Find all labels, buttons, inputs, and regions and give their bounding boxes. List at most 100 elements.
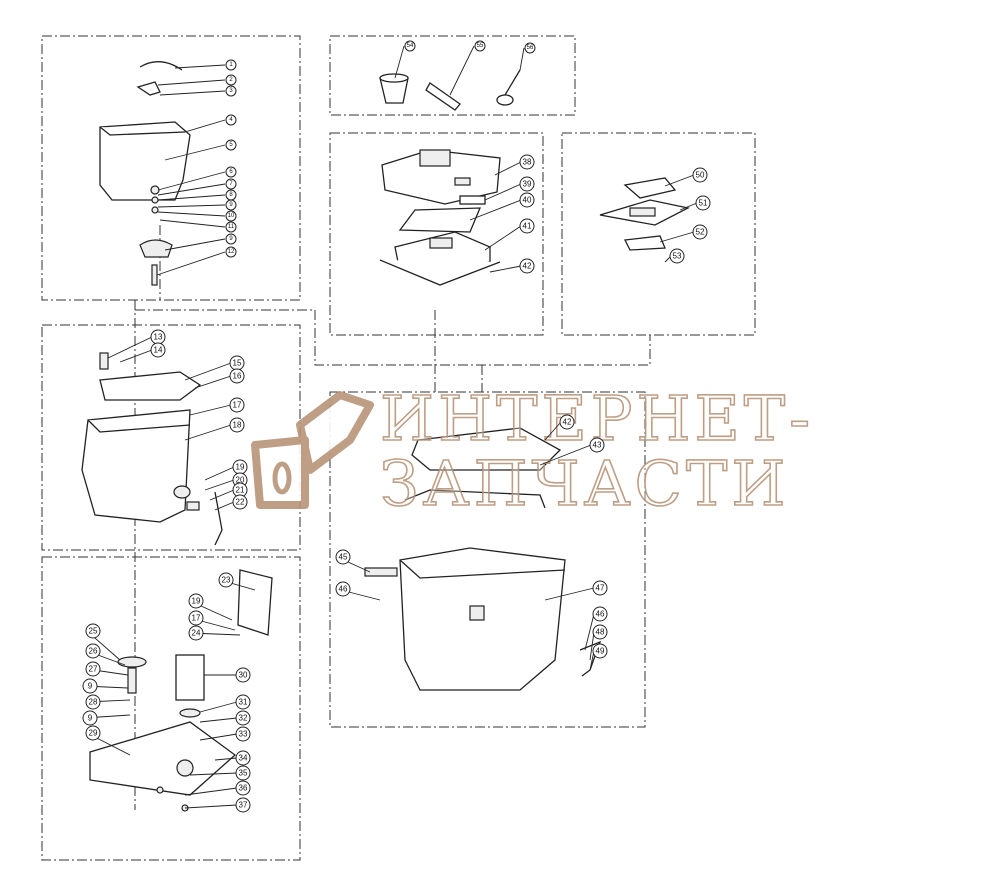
callout-circle (559, 414, 575, 430)
callout-circle (225, 59, 237, 71)
callout-bread-pan-12: 12 (156, 246, 237, 276)
callout-base-motor-28: 28 (85, 694, 131, 710)
callout-base-motor-37: 37 (184, 797, 251, 813)
callout-number: 29 (89, 729, 98, 738)
callout-number: 12 (228, 249, 235, 255)
callout-circle (519, 258, 535, 274)
callout-circle (225, 233, 237, 245)
callout-circle (225, 178, 237, 190)
callout-number: 40 (523, 196, 532, 205)
callout-circle (589, 437, 605, 453)
callout-bread-pan-10: 10 (157, 210, 237, 222)
callout-accessories-56: 56 (519, 42, 536, 71)
leader-line (184, 362, 232, 381)
callout-circle (235, 710, 251, 726)
callout-circle (188, 610, 204, 626)
leader-line (489, 265, 522, 273)
callout-number: 42 (523, 262, 532, 271)
callout-number: 28 (89, 698, 98, 707)
callout-circle (225, 114, 237, 126)
chainsaw-logo-icon (251, 391, 374, 509)
leader-line (394, 45, 405, 79)
callout-base-motor-36: 36 (184, 780, 251, 796)
leader-line (209, 489, 235, 501)
callout-housing-46: 46 (335, 581, 381, 601)
callout-control-panel-53: 53 (664, 248, 685, 264)
callout-circle (592, 643, 608, 659)
callout-base-motor-27: 27 (85, 661, 129, 677)
callout-number: 9 (229, 202, 233, 208)
callout-number: 38 (523, 158, 532, 167)
callout-housing-47: 47 (544, 580, 608, 601)
callout-number: 17 (192, 614, 201, 623)
callout-number: 7 (229, 181, 233, 187)
callout-number: 34 (239, 754, 248, 763)
callout-circle (229, 397, 245, 413)
callout-number: 43 (593, 441, 602, 450)
callout-number: 42 (563, 418, 572, 427)
leader-line (589, 631, 595, 661)
callout-number: 15 (233, 359, 242, 368)
leader-line (157, 194, 226, 201)
callout-number: 2 (229, 77, 233, 83)
callout-circle (225, 199, 237, 211)
baking-chamber-drawing (81, 352, 223, 546)
callout-number: 10 (228, 213, 235, 219)
callout-number: 24 (192, 629, 201, 638)
callout-number: 25 (89, 627, 98, 636)
callout-housing-49: 49 (589, 643, 608, 671)
callout-bread-pan-1: 1 (174, 59, 237, 71)
leader-line (194, 375, 232, 389)
callout-number: 51 (699, 199, 708, 208)
leader-line (519, 47, 525, 71)
callout-baking-chamber-15: 15 (184, 355, 245, 381)
callout-circle (592, 606, 608, 622)
callout-circle (229, 368, 245, 384)
callout-number: 14 (154, 346, 163, 355)
callout-circle (335, 549, 351, 565)
leader-line (664, 174, 695, 187)
callout-circle (225, 221, 237, 233)
callout-number: 3 (229, 88, 233, 94)
callout-circle (692, 167, 708, 183)
callout-number: 46 (596, 610, 605, 619)
group-box-housing (329, 391, 646, 728)
callout-baking-chamber-14: 14 (119, 342, 166, 363)
callout-number: 23 (222, 576, 231, 585)
callout-bread-pan-7: 7 (157, 178, 237, 196)
callout-base-motor-17: 17 (188, 610, 236, 631)
callout-bread-pan-4: 4 (184, 114, 237, 133)
leader-line (199, 733, 238, 741)
callout-number: 32 (239, 714, 248, 723)
callout-base-motor-30: 30 (204, 667, 251, 683)
leader-line (484, 183, 522, 201)
watermark-line-1: ИНТЕРНЕТ- (380, 382, 814, 455)
leader-line (164, 238, 226, 251)
callout-number: 6 (229, 169, 233, 175)
callout-base-motor-31: 31 (199, 694, 251, 713)
callout-number: 5 (229, 142, 233, 148)
callout-base-motor-32: 32 (199, 710, 251, 726)
callout-number: 9 (88, 682, 93, 691)
leader-line (189, 772, 238, 776)
callout-bread-pan-3: 3 (159, 85, 237, 97)
callout-lid-38: 38 (494, 154, 535, 176)
callout-base-motor-26: 26 (85, 643, 126, 666)
callout-number: 48 (596, 628, 605, 637)
leader-line (184, 787, 238, 796)
leader-line (184, 119, 226, 133)
leader-line (469, 199, 522, 221)
callout-number: 20 (236, 476, 245, 485)
group-box-baking-chamber (41, 324, 301, 551)
callout-number: 53 (673, 252, 682, 261)
callout-circle (225, 74, 237, 86)
group-box-control-panel (561, 132, 756, 336)
callout-accessories-55: 55 (449, 40, 486, 96)
callout-circle (188, 625, 204, 641)
leader-line (544, 587, 595, 601)
callout-circle (225, 166, 237, 178)
bread-pan-drawing (99, 61, 191, 286)
callout-control-panel-50: 50 (664, 167, 708, 187)
callout-number: 17 (233, 401, 242, 410)
callout-base-motor-19: 19 (188, 593, 233, 621)
